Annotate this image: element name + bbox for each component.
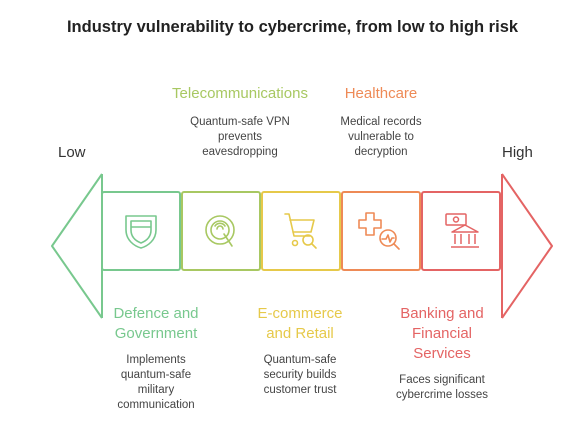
right-arrow-head: [501, 173, 553, 319]
ecommerce-title: E-commerce and Retail: [257, 305, 343, 342]
medical-search-icon: [358, 212, 400, 250]
low-risk-label: Low: [58, 144, 86, 161]
banking-description: Faces significant cybercrime losses: [395, 374, 489, 401]
segment-healthcare: [341, 191, 421, 271]
page-title: Industry vulnerability to cybercrime, fr…: [66, 18, 519, 36]
defence-description: Implements quantum-safe military communi…: [117, 354, 195, 411]
bank-money-icon: [445, 213, 479, 248]
high-risk-label: High: [502, 144, 533, 161]
left-arrow-head: [51, 173, 103, 319]
segment-ecommerce: [261, 191, 341, 271]
shield-icon: [125, 215, 157, 249]
banking-title: Banking and Financial Services: [400, 305, 484, 362]
segment-banking: [421, 191, 501, 271]
healthcare-title: Healthcare: [344, 85, 418, 102]
defence-title: Defence and Government: [113, 305, 199, 342]
telecom-description: Quantum-safe VPN prevents eavesdropping: [190, 116, 290, 158]
healthcare-description: Medical records vulnerable to decryption: [340, 116, 422, 158]
magnifier-signal-icon: [205, 215, 235, 247]
segment-telecom: [181, 191, 261, 271]
segment-defence: [101, 191, 181, 271]
ecommerce-description: Quantum-safe security builds customer tr…: [263, 354, 337, 396]
telecom-title: Telecommunications: [172, 85, 308, 102]
cart-search-icon: [284, 213, 317, 249]
